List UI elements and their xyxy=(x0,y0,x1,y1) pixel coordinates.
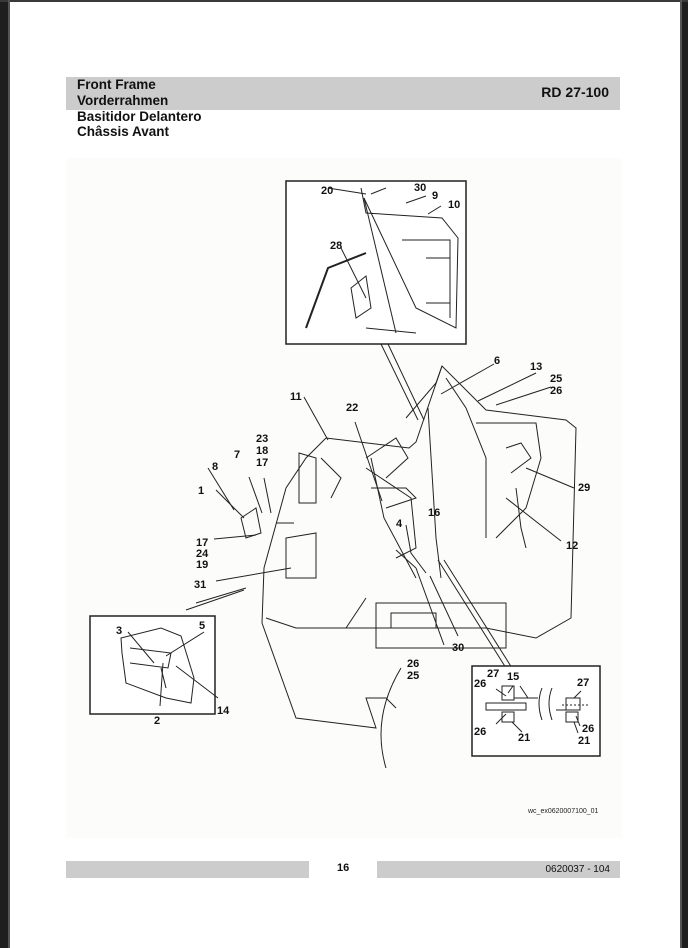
callout-25: 25 xyxy=(550,373,563,385)
callout-20: 20 xyxy=(321,185,334,197)
footer-bar-right xyxy=(377,861,620,878)
callout-5: 5 xyxy=(199,620,206,632)
page-number: 16 xyxy=(337,862,350,874)
title-german: Vorderrahmen xyxy=(77,93,169,108)
callout-26-right: 26 xyxy=(582,723,595,735)
callout-18: 18 xyxy=(256,445,269,457)
callout-26-inset-b: 26 xyxy=(474,726,487,738)
callout-1: 1 xyxy=(198,485,205,497)
callout-26: 26 xyxy=(550,385,563,397)
diagram-drawing xyxy=(89,180,601,769)
callout-23: 23 xyxy=(256,433,269,445)
viewer-top-bar xyxy=(0,0,688,2)
callout-21: 21 xyxy=(518,732,531,744)
figure-id: wc_ex0620007100_01 xyxy=(528,808,599,815)
callout-19: 19 xyxy=(196,559,209,571)
page-left-edge xyxy=(8,0,10,948)
callout-27-right: 27 xyxy=(577,677,590,689)
callout-17: 17 xyxy=(256,457,269,469)
callout-2: 2 xyxy=(154,715,161,727)
callout-30-lower: 30 xyxy=(452,642,465,654)
detail-inset-top xyxy=(285,180,467,345)
callout-9: 9 xyxy=(432,190,439,202)
exploded-parts-diagram: 20 30 9 10 28 6 13 25 26 11 22 23 18 17 … xyxy=(66,158,622,838)
title-spanish: Basitidor Delantero xyxy=(77,109,202,124)
callout-7: 7 xyxy=(234,449,241,461)
callout-6: 6 xyxy=(494,355,501,367)
callout-30: 30 xyxy=(414,182,427,194)
page-right-edge xyxy=(680,0,682,948)
document-number: 0620037 - 104 xyxy=(545,864,610,875)
callout-25-lower: 25 xyxy=(407,670,420,682)
detail-inset-right xyxy=(471,665,601,757)
callout-27: 27 xyxy=(487,668,500,680)
detail-inset-left xyxy=(89,615,216,715)
callout-26-lower: 26 xyxy=(407,658,420,670)
callout-29: 29 xyxy=(578,482,591,494)
callout-17-lower: 17 xyxy=(196,537,209,549)
header-band xyxy=(66,77,620,110)
callout-15: 15 xyxy=(507,671,520,683)
callout-8: 8 xyxy=(212,461,219,473)
callout-31: 31 xyxy=(194,579,207,591)
title-english: Front Frame xyxy=(77,77,156,92)
callout-21-right: 21 xyxy=(578,735,591,747)
callout-10: 10 xyxy=(448,199,461,211)
callout-24: 24 xyxy=(196,548,209,560)
callout-12: 12 xyxy=(566,540,579,552)
callout-14: 14 xyxy=(217,705,230,717)
callout-28: 28 xyxy=(330,240,343,252)
callout-3: 3 xyxy=(116,625,123,637)
callout-4: 4 xyxy=(396,518,403,530)
callout-22: 22 xyxy=(346,402,359,414)
callout-13: 13 xyxy=(530,361,543,373)
footer-bar-left xyxy=(66,861,309,878)
callout-11: 11 xyxy=(290,391,302,403)
model-number: RD 27-100 xyxy=(541,84,609,100)
title-french: Châssis Avant xyxy=(77,124,170,139)
callout-26-inset-a: 26 xyxy=(474,678,487,690)
callout-16: 16 xyxy=(428,507,441,519)
inset-panel xyxy=(360,187,459,329)
